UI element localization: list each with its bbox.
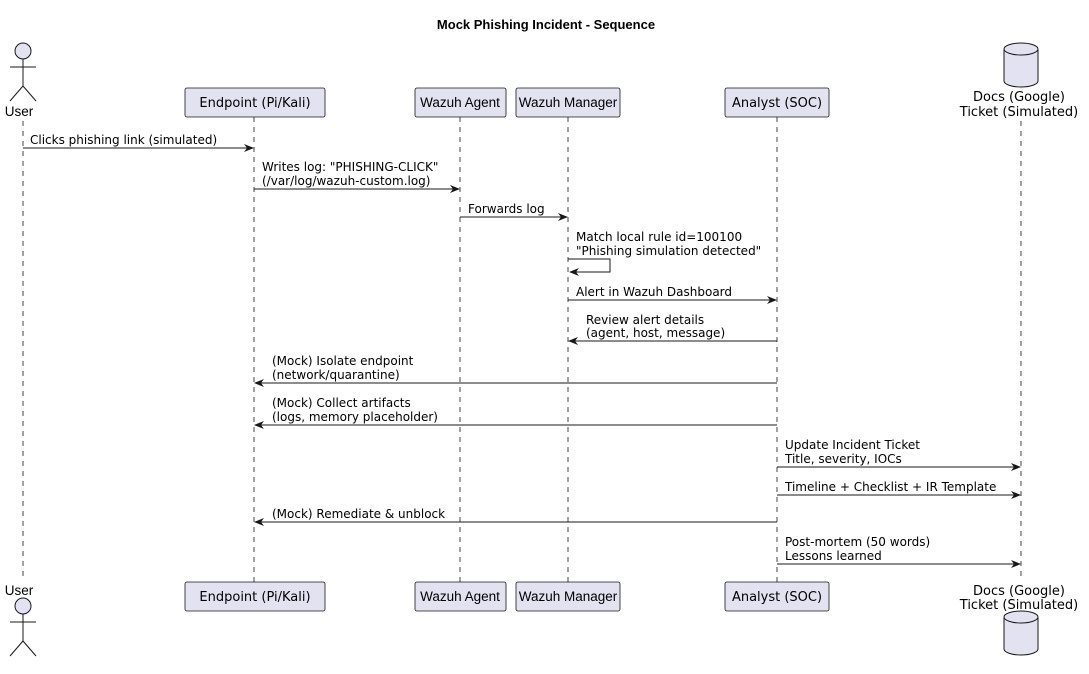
message-1-line-0: Writes log: "PHISHING-CLICK" <box>262 160 438 174</box>
message-6-line-1: (network/quarantine) <box>272 368 400 382</box>
database-docs-top: Docs (Google) Ticket (Simulated) <box>959 42 1078 120</box>
participant-analyst-bottom: Analyst (SOC) <box>724 581 830 612</box>
message-1-line-1: (/var/log/wazuh-custom.log) <box>262 174 430 188</box>
participant-endpoint-label-bottom: Endpoint (Pi/Kali) <box>199 590 310 605</box>
message-4-line-0: Alert in Wazuh Dashboard <box>576 285 732 299</box>
message-11-line-1: Lessons learned <box>785 549 882 563</box>
message-8-line-1: Title, severity, IOCs <box>784 452 902 466</box>
participant-agent-top: Wazuh Agent <box>414 87 507 118</box>
message-7-line-0: (Mock) Collect artifacts <box>272 396 411 410</box>
message-remediate-unblock: (Mock) Remediate & unblock <box>254 507 777 526</box>
message-9-line-0: Timeline + Checklist + IR Template <box>784 480 996 494</box>
message-alert-dashboard: Alert in Wazuh Dashboard <box>568 285 777 304</box>
message-writes-log: Writes log: "PHISHING-CLICK" (/var/log/w… <box>254 160 460 193</box>
participant-agent-bottom: Wazuh Agent <box>414 581 507 612</box>
message-11-line-0: Post-mortem (50 words) <box>785 535 930 549</box>
participant-endpoint-bottom: Endpoint (Pi/Kali) <box>184 581 326 612</box>
participant-manager-bottom: Wazuh Manager <box>515 581 621 612</box>
message-10-line-0: (Mock) Remediate & unblock <box>272 507 445 521</box>
participant-endpoint-top: Endpoint (Pi/Kali) <box>184 87 326 118</box>
message-isolate-endpoint: (Mock) Isolate endpoint (network/quarant… <box>254 354 777 387</box>
participant-endpoint-label-top: Endpoint (Pi/Kali) <box>199 96 310 111</box>
participant-manager-top: Wazuh Manager <box>515 87 621 118</box>
message-3-line-1: "Phishing simulation detected" <box>576 244 761 258</box>
actor-user-top: User <box>5 42 37 119</box>
message-5-line-1: (agent, host, message) <box>586 326 725 340</box>
actor-user-label-bottom: User <box>5 583 34 598</box>
message-7-line-1: (logs, memory placeholder) <box>272 410 438 424</box>
message-clicks-phishing-link: Clicks phishing link (simulated) <box>23 133 254 152</box>
participant-manager-label-top: Wazuh Manager <box>519 95 618 110</box>
message-5-line-0: Review alert details <box>586 313 704 327</box>
diagram-title: Mock Phishing Incident - Sequence <box>437 17 655 32</box>
message-update-ticket: Update Incident Ticket Title, severity, … <box>777 438 1021 471</box>
participant-agent-label-bottom: Wazuh Agent <box>420 589 500 604</box>
docs-label-line2-top: Ticket (Simulated) <box>959 105 1078 120</box>
message-timeline-checklist: Timeline + Checklist + IR Template <box>777 480 1021 499</box>
docs-label-line2-bottom: Ticket (Simulated) <box>959 598 1078 613</box>
actor-user-label-top: User <box>5 104 34 119</box>
message-post-mortem: Post-mortem (50 words) Lessons learned <box>777 535 1021 568</box>
message-3-line-0: Match local rule id=100100 <box>576 230 742 244</box>
participant-analyst-label-bottom: Analyst (SOC) <box>732 590 822 605</box>
message-0-line-0: Clicks phishing link (simulated) <box>30 133 217 147</box>
message-match-local-rule: Match local rule id=100100 "Phishing sim… <box>568 230 761 276</box>
actor-user-bottom: User <box>5 583 37 657</box>
message-review-alert: Review alert details (agent, host, messa… <box>568 313 777 345</box>
docs-label-line1-bottom: Docs (Google) <box>973 584 1065 599</box>
participant-analyst-label-top: Analyst (SOC) <box>732 96 822 111</box>
message-forwards-log: Forwards log <box>460 202 568 221</box>
message-collect-artifacts: (Mock) Collect artifacts (logs, memory p… <box>254 396 777 429</box>
participant-manager-label-bottom: Wazuh Manager <box>519 589 618 604</box>
message-6-line-0: (Mock) Isolate endpoint <box>272 354 414 368</box>
database-docs-bottom: Docs (Google) Ticket (Simulated) <box>959 584 1078 656</box>
message-8-line-0: Update Incident Ticket <box>785 438 920 452</box>
message-2-line-0: Forwards log <box>468 202 545 216</box>
participant-analyst-top: Analyst (SOC) <box>724 87 830 118</box>
participant-agent-label-top: Wazuh Agent <box>420 95 500 110</box>
docs-label-line1-top: Docs (Google) <box>973 90 1065 105</box>
